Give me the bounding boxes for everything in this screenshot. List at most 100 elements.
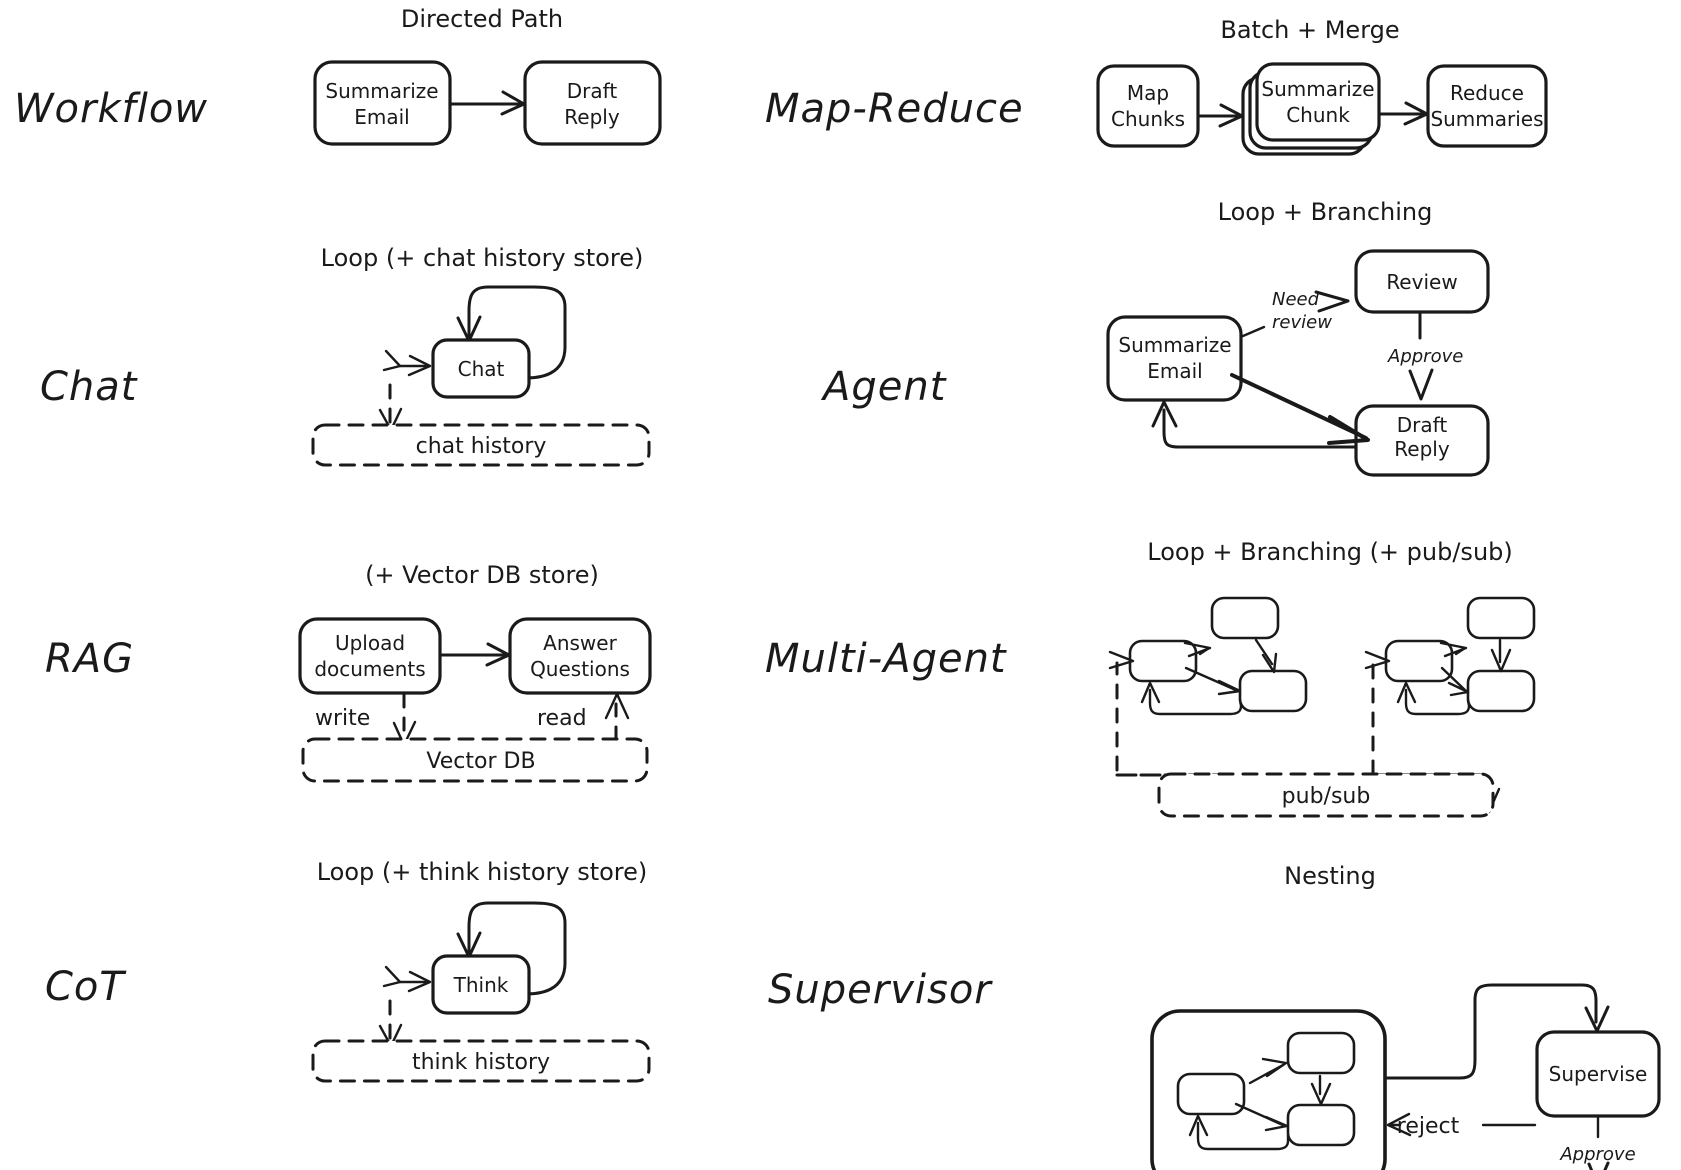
store-vector-db[interactable] [301,737,649,783]
node-label: Summarize [1261,77,1374,101]
node-label: Email [1147,359,1203,383]
arrowhead [1183,641,1212,658]
node-label: Summarize [1118,333,1231,357]
node-label: Chunks [1111,107,1185,131]
arrowhead [1188,1114,1209,1137]
arrowhead [1386,1112,1412,1137]
arrowhead [1490,648,1512,673]
arrowhead [1151,400,1178,428]
node-label: Think [453,973,509,997]
caption-cot: Loop (+ think history store) [317,858,648,886]
row-label-map-reduce: Map-Reduce [765,86,1024,132]
node-draft-reply-workflow[interactable] [523,60,662,146]
arrowhead [382,349,402,372]
node-b-left[interactable] [1384,639,1454,683]
caption-supervisor: Nesting [1284,862,1376,890]
node-label: Reduce [1450,81,1524,105]
node-map-chunks[interactable] [1096,64,1200,148]
node-s-top[interactable] [1286,1031,1356,1075]
edge-agent-need-review [1241,325,1266,338]
arrowhead [1439,641,1468,658]
row-label-chat: Chat [40,364,138,410]
arrowhead [1218,103,1244,128]
arrowhead [382,965,402,988]
arrowhead [1396,681,1417,704]
store-label: think history [412,1050,550,1075]
node-a-top[interactable] [1210,596,1280,640]
edge-a-top-right [1254,638,1274,666]
arrowhead [1403,101,1429,126]
edge-group-to-supervise [1384,983,1598,1080]
arrowhead [1108,650,1135,670]
caption-rag: (+ Vector DB store) [365,561,599,589]
node-label: Review [1386,270,1457,294]
edge-label-approve: Approve [1559,1144,1635,1165]
edge-label-approve: Approve [1387,346,1463,367]
row-label-workflow: Workflow [14,86,208,132]
edge-b-right-left-loop [1404,688,1471,716]
node-label: Chunk [1286,103,1350,127]
row-label-multi-agent: Multi-Agent [765,636,1007,682]
node-label: Chat [458,357,505,381]
node-chat[interactable] [431,338,531,399]
edge-s-right-left-loop [1196,1121,1290,1151]
arrowhead [1327,415,1370,445]
arrowhead [1217,679,1242,696]
arrowhead [1140,681,1161,704]
edge-chat-self-loop [467,285,567,380]
caption-multi-agent: Loop + Branching (+ pub/sub) [1147,538,1513,566]
node-s-left[interactable] [1176,1072,1246,1116]
node-label: Reply [1394,437,1450,461]
node-summarize-email-agent[interactable] [1106,315,1243,402]
node-label: Draft [1397,413,1448,437]
node-supervise[interactable] [1535,1030,1661,1118]
store-pub-sub[interactable] [1157,772,1495,818]
arrowhead [407,354,432,377]
node-b-right[interactable] [1466,669,1536,713]
node-summarize-email-workflow[interactable] [313,60,452,146]
node-summarize-chunk[interactable] [1255,62,1381,142]
row-label-cot: CoT [45,964,127,1010]
caption-chat-loop: Loop (+ chat history store) [321,244,644,272]
edge-label-write: write [315,706,370,731]
store-label: chat history [416,434,547,459]
node-label: Answer [543,631,617,655]
arrowhead [1261,652,1278,674]
caption-batch-merge: Batch + Merge [1220,16,1399,44]
node-label: Reply [564,105,620,129]
node-label: Email [354,105,410,129]
row-label-rag: RAG [45,636,134,682]
arrowhead [407,970,432,993]
arrowhead [604,692,630,720]
arrowhead [1447,681,1470,697]
node-label: Draft [567,79,618,103]
node-think[interactable] [431,954,531,1015]
arrowhead [1264,1115,1289,1132]
store-label: Vector DB [426,749,535,774]
caption-agent: Loop + Branching [1218,198,1433,226]
node-a-right[interactable] [1238,669,1308,713]
arrowhead [1364,650,1391,670]
row-label-agent: Agent [820,364,947,410]
store-think-history[interactable] [311,1039,651,1083]
node-label: Questions [530,657,630,681]
node-label: documents [314,657,425,681]
edge-a-right-left-loop [1148,688,1243,716]
arrowhead [1314,290,1350,313]
node-s-right[interactable] [1286,1103,1356,1147]
node-a-left[interactable] [1128,639,1198,683]
arrowhead [1408,368,1434,401]
edge-label-review: review [1272,312,1332,333]
edge-cot-self-loop [467,901,567,996]
edge-label-reject: reject [1397,1114,1460,1139]
store-chat-history[interactable] [311,423,651,467]
arrowhead [500,90,526,116]
edge-label-read: read [537,706,587,731]
node-upload-documents[interactable] [298,617,442,695]
node-reduce-summaries[interactable] [1426,64,1548,148]
edge-agent-loopback [1162,408,1358,449]
node-review[interactable] [1354,249,1490,314]
node-b-top[interactable] [1466,596,1536,640]
node-label: Summaries [1430,107,1543,131]
